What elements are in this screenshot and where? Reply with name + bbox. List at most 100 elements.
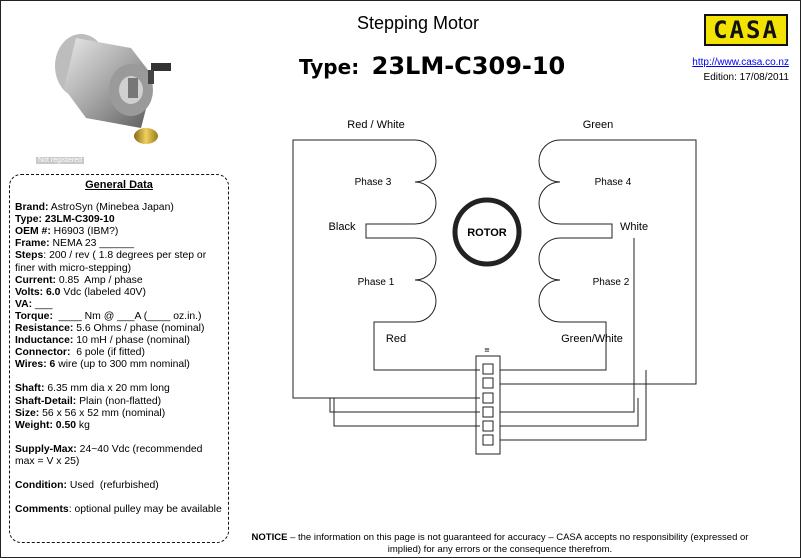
row-value: kg — [76, 419, 90, 431]
data-row: Shaft-Detail: Plain (non-flatted) — [15, 396, 223, 408]
connector-pin-6 — [482, 434, 494, 446]
data-row: OEM #: H6903 (IBM?) — [15, 226, 223, 238]
coil-phase-2 — [538, 237, 561, 323]
comments-row: Comments: optional pulley may be availab… — [15, 504, 223, 516]
row-label: Weight: 0.50 — [15, 419, 77, 431]
row-value: H6903 (IBM?) — [50, 226, 119, 238]
type-value: 23LM-C309-10 — [371, 52, 566, 80]
row-label: Current: — [15, 274, 56, 286]
supply-row: Supply-Max: 24~40 Vdc (recommended max =… — [15, 444, 223, 468]
wire-lead-d — [500, 398, 639, 427]
row-value: AstroSyn (Minebea Japan) — [48, 202, 174, 214]
wire-lead-a — [329, 398, 480, 413]
row-value: Used (refurbished) — [66, 479, 159, 491]
connector-marker-icon: ≡ — [484, 346, 490, 354]
row-label: Condition: — [15, 479, 67, 491]
row-value: 10 mH / phase (nominal) — [73, 335, 190, 347]
wiring-diagram: ≡ Red / White Green Black White Red Gree… — [292, 119, 697, 455]
wire-green — [500, 139, 697, 385]
motor-photo — [55, 34, 171, 144]
row-value: 5.6 Ohms / phase (nominal) — [73, 323, 205, 335]
spacer — [15, 371, 223, 383]
label-green-white: Green/White — [561, 333, 623, 345]
data-row: Type: 23LM-C309-10 — [15, 214, 223, 226]
wire-lead-e — [500, 370, 647, 441]
label-red: Red — [386, 333, 406, 345]
type-label: Type: — [299, 55, 360, 79]
row-value: NEMA 23 ______ — [49, 238, 134, 250]
row-value: wire (up to 300 mm nominal) — [55, 359, 190, 371]
row-value: : optional pulley may be available — [68, 504, 222, 516]
row-label: Brand: — [15, 202, 49, 214]
connector-pin-4 — [482, 406, 494, 418]
condition-row: Condition: Used (refurbished) — [15, 480, 223, 492]
label-phase-3: Phase 3 — [355, 177, 392, 188]
coil-phase-4 — [538, 139, 561, 225]
row-label: Torque: — [15, 310, 53, 322]
spacer — [15, 492, 223, 504]
general-rows: Brand: AstroSyn (Minebea Japan) Type: 23… — [15, 202, 223, 371]
row-label: Steps — [15, 250, 44, 262]
label-black: Black — [329, 221, 356, 233]
row-value: 6.35 mm dia x 20 mm long — [44, 383, 170, 395]
row-label: Volts: 6.0 — [15, 286, 61, 298]
data-row: VA: ___ — [15, 299, 223, 311]
coil-phase-3 — [414, 139, 437, 225]
data-row: Torque: ____ Nm @ ___A (____ oz.in.) — [15, 311, 223, 323]
wire-lead-c — [500, 238, 635, 413]
connector-body — [475, 355, 501, 455]
row-label: OEM #: — [15, 226, 51, 238]
data-row: Resistance: 5.6 Ohms / phase (nominal) — [15, 323, 223, 335]
row-value: ____ Nm @ ___A (____ oz.in.) — [52, 310, 202, 322]
label-white: White — [620, 221, 648, 233]
notice-disclaimer: NOTICE – the information on this page is… — [240, 532, 760, 556]
casa-logo: CASA — [704, 14, 788, 46]
general-data-heading: General Data — [85, 179, 153, 191]
label-green: Green — [583, 119, 614, 131]
connector-pin-2 — [482, 377, 494, 389]
connector-pin-1 — [482, 363, 494, 375]
edition-date: Edition: 17/08/2011 — [703, 72, 789, 83]
row-label: VA: — [15, 298, 33, 310]
page-title: Stepping Motor — [356, 13, 480, 33]
notice-label: NOTICE — [251, 532, 288, 543]
row-value: : 200 / rev ( 1.8 degrees per step or fi… — [15, 250, 210, 274]
row-label: Shaft: — [15, 383, 45, 395]
data-row: Connector: 6 pole (if fitted) — [15, 347, 223, 359]
row-label: Comments — [15, 504, 69, 516]
data-row: Shaft: 6.35 mm dia x 20 mm long — [15, 383, 223, 395]
wire-lead-b — [333, 398, 480, 427]
data-row: Steps: 200 / rev ( 1.8 degrees per step … — [15, 250, 223, 274]
row-value: 24~40 Vdc (recommended max = V x 25) — [15, 443, 206, 467]
row-label: Frame: — [15, 238, 50, 250]
spacer — [15, 468, 223, 480]
data-row: Brand: AstroSyn (Minebea Japan) — [15, 202, 223, 214]
data-row: Weight: 0.50 kg — [15, 420, 223, 432]
data-row: Inductance: 10 mH / phase (nominal) — [15, 335, 223, 347]
wire-red — [373, 321, 480, 371]
data-row: Wires: 6 wire (up to 300 mm nominal) — [15, 359, 223, 371]
row-label: Type: 23LM-C309-10 — [15, 214, 115, 226]
row-value: 6 pole (if fitted) — [70, 347, 145, 359]
website-link[interactable]: http://www.casa.co.nz — [692, 57, 789, 68]
data-row: Current: 0.85 Amp / phase — [15, 275, 223, 287]
row-value: 56 x 56 x 52 mm (nominal) — [39, 407, 166, 419]
connector-pin-5 — [482, 420, 494, 432]
row-label: Connector: — [15, 347, 71, 359]
wire-red-white — [292, 139, 480, 399]
wire-white — [560, 223, 613, 239]
label-phase-2: Phase 2 — [593, 277, 630, 288]
rotor-circle — [452, 197, 522, 267]
row-label: Resistance: — [15, 323, 74, 335]
data-row: Size: 56 x 56 x 52 mm (nominal) — [15, 408, 223, 420]
spacer — [15, 432, 223, 444]
row-value: ___ — [32, 298, 53, 310]
label-phase-1: Phase 1 — [358, 277, 395, 288]
mechanical-rows: Shaft: 6.35 mm dia x 20 mm long Shaft-De… — [15, 383, 223, 431]
type-heading: Type: 23LM-C309-10 — [299, 52, 565, 80]
data-row: Volts: 6.0 Vdc (labeled 40V) — [15, 287, 223, 299]
general-data-panel: General Data Brand: AstroSyn (Minebea Ja… — [9, 174, 229, 543]
label-red-white: Red / White — [347, 119, 404, 131]
rotor-label: ROTOR — [467, 227, 507, 239]
logo-text: CASA — [713, 16, 779, 44]
